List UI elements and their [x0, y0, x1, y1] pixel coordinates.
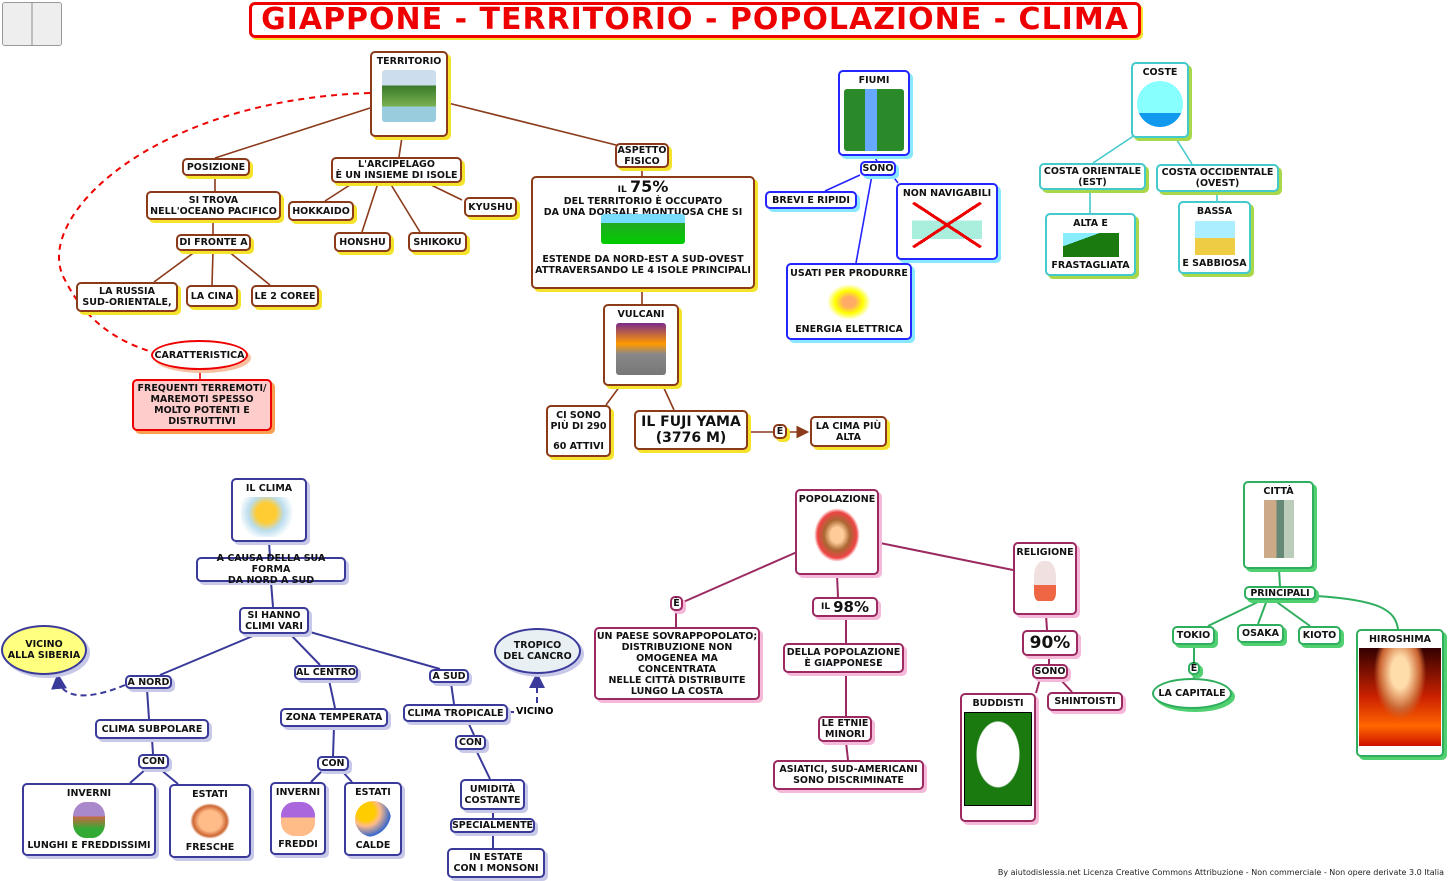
- node-popolazione: POPOLAZIONE: [795, 489, 879, 575]
- node-territorio: TERRITORIO: [370, 51, 448, 137]
- node-coree: LE 2 COREE: [251, 285, 319, 307]
- node-90-pct: 90%: [1022, 630, 1078, 656]
- link-e: È: [1188, 662, 1200, 675]
- node-hiroshima: HIROSHIMA: [1356, 629, 1444, 757]
- happy-person-icon: [190, 803, 230, 839]
- node-costa-orientale: COSTA ORIENTALE (EST): [1039, 163, 1146, 190]
- electricity-icon: [827, 283, 871, 320]
- node-dorsale: IL 75% DEL TERRITORIO È OCCUPATO DA UNA …: [531, 176, 755, 289]
- node-russia: LA RUSSIA SUD-ORIENTALE,: [76, 282, 178, 312]
- node-etnie: LE ETNIE MINORI: [818, 716, 872, 742]
- node-di-fronte: DI FRONTE A: [176, 234, 251, 251]
- node-honshu: HONSHU: [334, 232, 391, 252]
- mountains-icon: [601, 214, 685, 244]
- node-si-trova: SI TROVA NELL'OCEANO PACIFICO: [146, 191, 281, 220]
- node-tokio: TOKIO: [1172, 626, 1215, 645]
- node-il-clima: IL CLIMA: [231, 478, 307, 542]
- link-sono: SONO: [860, 161, 896, 176]
- node-arcipelago: L'ARCIPELAGO È UN INSIEME DI ISOLE: [331, 157, 462, 183]
- node-a-nord: A NORD: [125, 675, 172, 689]
- node-fuji-yama: IL FUJI YAMA (3776 M): [634, 410, 748, 450]
- node-shintoisti: SHINTOISTI: [1047, 692, 1123, 711]
- node-a-causa: A CAUSA DELLA SUA FORMA DA NORD A SUD: [196, 553, 346, 586]
- node-osaka: OSAKA: [1237, 624, 1284, 643]
- license-credit: By aiutodislessia.net Licenza Creative C…: [997, 868, 1444, 877]
- node-asiatici: ASIATICI, SUD-AMERICANI SONO DISCRIMINAT…: [773, 760, 924, 790]
- node-coste: COSTE: [1131, 62, 1189, 138]
- link-con: CON: [317, 756, 349, 771]
- node-religione: RELIGIONE: [1013, 542, 1077, 615]
- node-caratteristica: CARATTERISTICA: [151, 340, 248, 370]
- crossed-boat-icon: [912, 202, 982, 248]
- node-cina: LA CINA: [186, 285, 238, 307]
- page-title: GIAPPONE - TERRITORIO - POPOLAZIONE - CL…: [249, 2, 1141, 38]
- node-della-popolazione: DELLA POPOLAZIONE È GIAPPONESE: [783, 643, 904, 673]
- node-al-centro: AL CENTRO: [294, 665, 358, 680]
- buddha-icon: [964, 712, 1032, 806]
- node-si-hanno: SI HANNO CLIMI VARI: [239, 607, 309, 634]
- link-sono: SONO: [1032, 664, 1068, 679]
- node-aspetto-fisico: ASPETTO FISICO: [615, 143, 669, 168]
- node-vicino-siberia: VICINO ALLA SIBERIA: [1, 625, 87, 675]
- node-non-navigabili: NON NAVIGABILI: [896, 183, 998, 260]
- people-icon: [814, 508, 860, 562]
- beach-toys-icon: [1194, 220, 1235, 255]
- node-hokkaido: HOKKAIDO: [288, 201, 354, 221]
- pct-75: 75%: [630, 177, 669, 196]
- node-umidita: UMIDITÀ COSTANTE: [460, 779, 525, 810]
- node-vulcani: VULCANI: [603, 304, 679, 386]
- node-frequenti: FREQUENTI TERREMOTI/ MAREMOTI SPESSO MOL…: [132, 379, 272, 431]
- node-fiumi: FIUMI: [838, 70, 910, 156]
- coast-icon: [1137, 81, 1183, 127]
- node-tropico-cancro: TROPICO DEL CANCRO: [494, 628, 581, 674]
- node-shikoku: SHIKOKU: [408, 232, 467, 252]
- dorsale-text: DEL TERRITORIO È OCCUPATO DA UNA DORSALE…: [543, 196, 743, 218]
- link-e: È: [773, 424, 787, 439]
- book-logo-icon: [2, 2, 62, 46]
- volcano-icon: [616, 323, 666, 375]
- node-buddisti: BUDDISTI: [960, 693, 1036, 822]
- node-kyushu: KYUSHU: [464, 197, 517, 217]
- hat-person-icon: [281, 801, 315, 836]
- node-clima-tropicale: CLIMA TROPICALE: [403, 704, 508, 722]
- node-monsoni: IN ESTATE CON I MONSONI: [447, 848, 545, 878]
- link-con: CON: [455, 735, 486, 750]
- river-icon: [844, 89, 904, 151]
- skyscraper-icon: [1253, 500, 1304, 558]
- estende-text: ESTENDE DA NORD-EST A SUD-OVEST ATTRAVER…: [535, 254, 751, 276]
- link-con: CON: [138, 754, 169, 769]
- node-a-sud: A SUD: [429, 669, 469, 683]
- node-costa-occidentale: COSTA OCCIDENTALE (OVEST): [1156, 164, 1279, 192]
- link-specialmente: SPECIALMENTE: [450, 818, 535, 833]
- node-zona-temperata: ZONA TEMPERATA: [280, 708, 388, 727]
- weather-icon: [241, 497, 297, 537]
- node-cima: LA CIMA PIÙ ALTA: [810, 416, 887, 447]
- praying-hands-icon: [1034, 561, 1056, 601]
- pct-prefix: IL: [617, 185, 627, 195]
- link-vicino: VICINO: [516, 706, 554, 717]
- node-kioto: KIOTO: [1298, 626, 1341, 645]
- sun-person-icon: [355, 801, 391, 837]
- atomic-cloud-icon: [1359, 648, 1441, 746]
- node-principali: PRINCIPALI: [1244, 586, 1316, 600]
- node-brevi: BREVI E RIPIDI: [765, 191, 857, 209]
- jagged-coast-icon: [1062, 232, 1119, 257]
- node-capitale: LA CAPITALE: [1152, 678, 1232, 709]
- node-citta: CITTÀ: [1243, 481, 1314, 569]
- node-clima-subpolare: CLIMA SUBPOLARE: [95, 719, 209, 739]
- landscape-icon: [382, 70, 436, 122]
- link-e: È: [670, 596, 683, 611]
- cold-person-icon: [73, 801, 105, 838]
- node-paese: UN PAESE SOVRAPPOPOLATO; DISTRIBUZIONE N…: [594, 627, 760, 700]
- node-posizione: POSIZIONE: [182, 158, 250, 176]
